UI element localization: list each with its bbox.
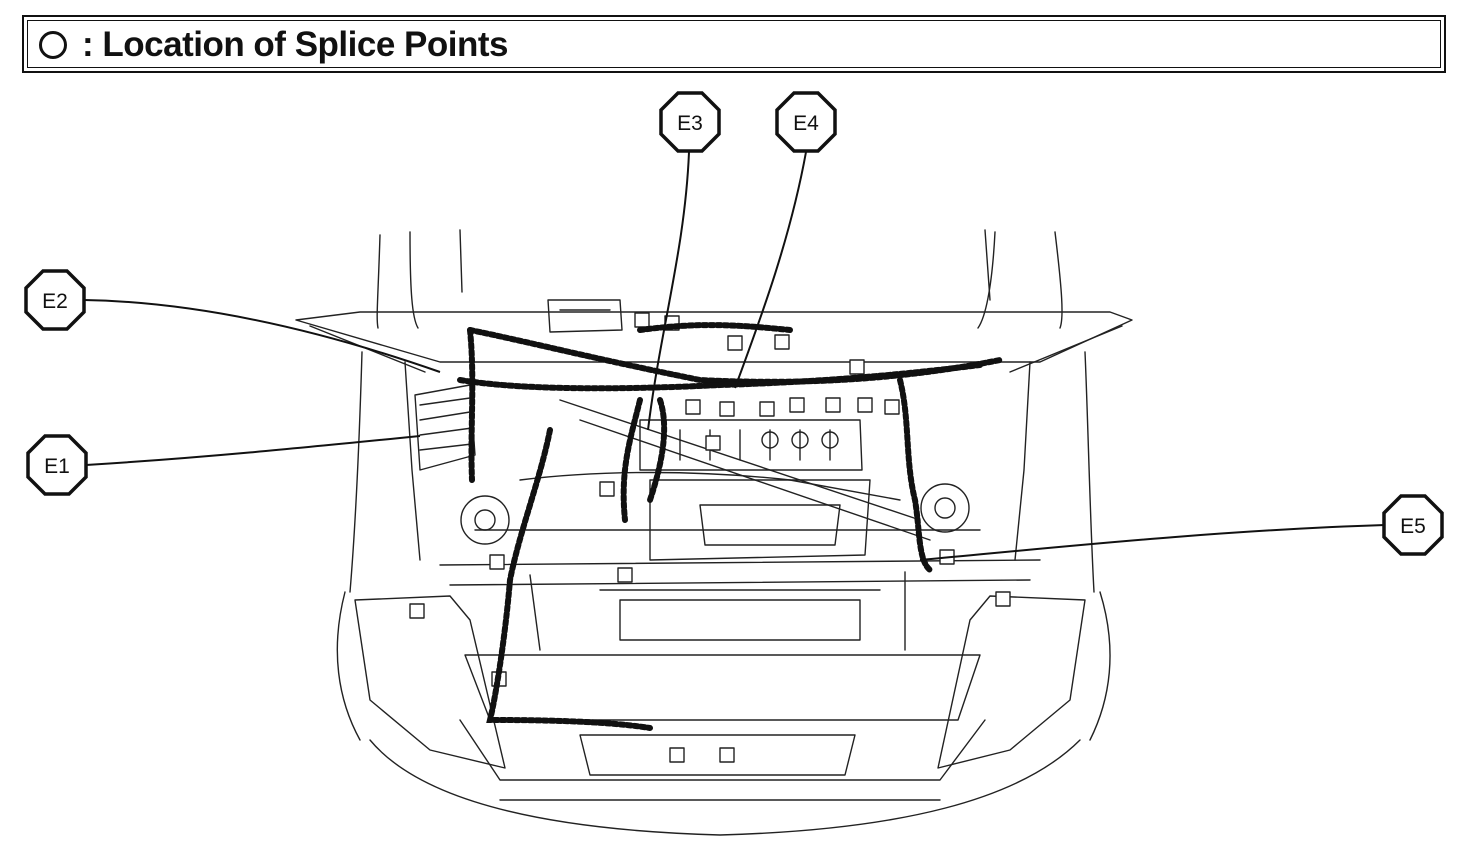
- strut-tower-right: [920, 483, 970, 533]
- headlamp-right: [937, 595, 1086, 769]
- splice-label: E3: [677, 112, 703, 135]
- battery: [414, 384, 476, 471]
- splice-point-e3: E3: [659, 91, 721, 153]
- splice-point-e4: E4: [775, 91, 837, 153]
- engine-block: [599, 419, 881, 641]
- headlamp-left: [354, 595, 506, 769]
- hood-outline: [376, 229, 1063, 329]
- callout-leaders: [83, 151, 1386, 561]
- splice-point-e2: E2: [24, 269, 86, 331]
- splice-label: E5: [1400, 515, 1426, 538]
- body-outline: [336, 351, 1111, 741]
- title-box: : Location of Splice Points: [22, 15, 1446, 73]
- bumper-outline: [369, 654, 1081, 836]
- splice-point-e5: E5: [1382, 494, 1444, 556]
- wiring-harness: [457, 322, 1003, 731]
- relay-block: [547, 299, 623, 333]
- splice-label: E4: [793, 112, 819, 135]
- splice-label: E1: [44, 455, 70, 478]
- splice-point-e1: E1: [26, 434, 88, 496]
- splice-label: E2: [42, 290, 68, 313]
- strut-tower-left: [460, 495, 510, 545]
- cowl-outline: [295, 311, 1133, 373]
